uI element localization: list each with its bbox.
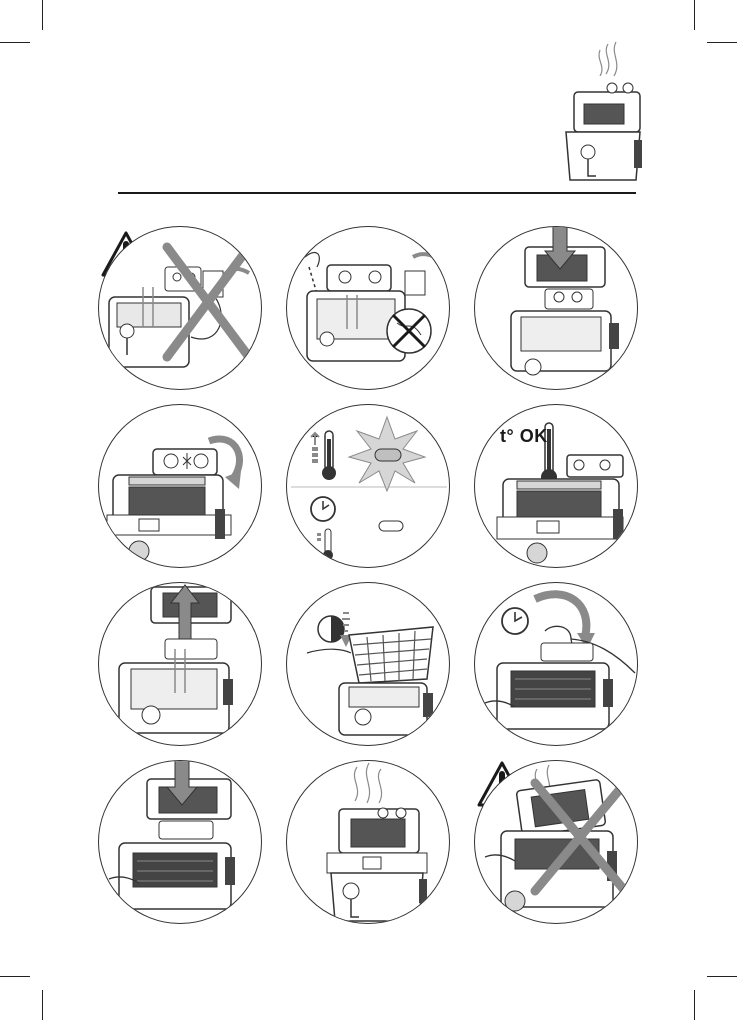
temperature-ok-label: t° OK [500, 426, 548, 447]
step-panel-open-lid [98, 582, 262, 746]
crop-mark [42, 0, 43, 30]
crop-mark [0, 976, 30, 977]
crop-mark [707, 976, 737, 977]
crop-mark [0, 42, 30, 43]
crop-mark [694, 0, 695, 30]
step-panel-fill-oil-and-plug [286, 226, 450, 390]
step-panel-unplugged-warning [98, 226, 262, 390]
step-panel-do-not-open-warning [474, 760, 638, 924]
step-panel-set-timer [474, 582, 638, 746]
fryer-hero-illustration [556, 40, 646, 192]
step-panel-set-thermostat [98, 404, 262, 568]
step-panel-close-lid [474, 226, 638, 390]
step-panel-close-lid-cooking [98, 760, 262, 924]
step-panel-lower-basket [286, 582, 450, 746]
crop-mark [694, 990, 695, 1020]
crop-mark [707, 42, 737, 43]
step-panel-temperature-ok [474, 404, 638, 568]
section-divider [118, 192, 636, 194]
crop-mark [42, 990, 43, 1020]
step-panel-steam-venting [286, 760, 450, 924]
step-panel-heating-indicator [286, 404, 450, 568]
